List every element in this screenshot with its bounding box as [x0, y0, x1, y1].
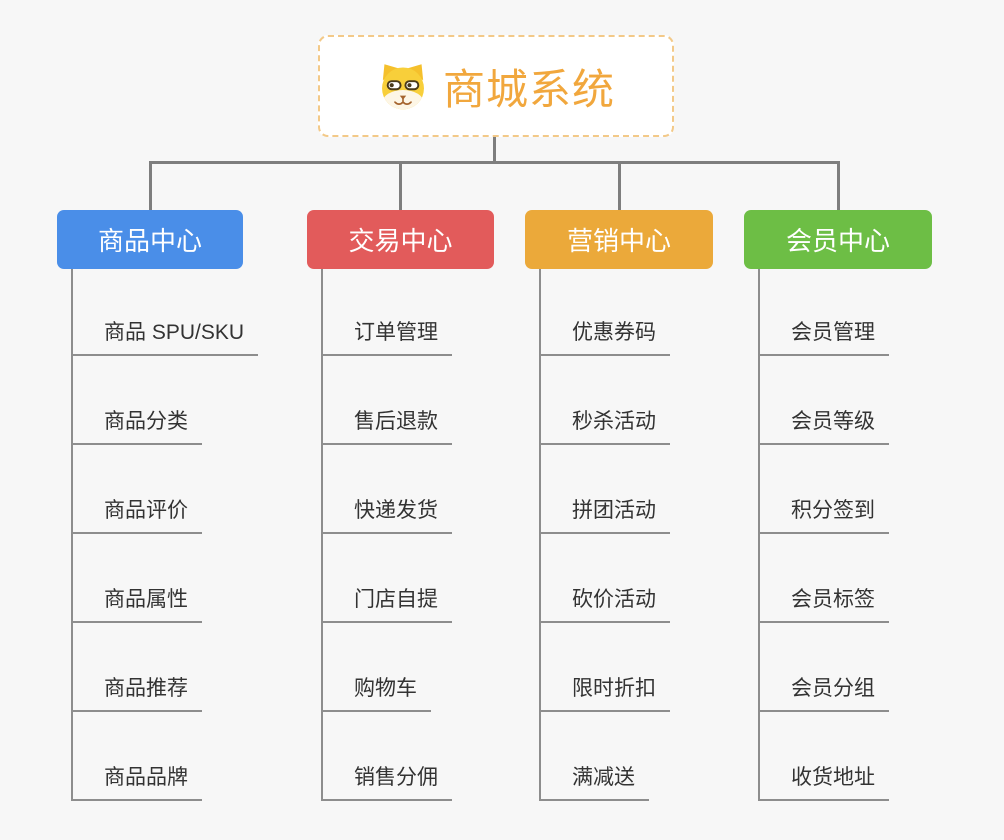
child-node[interactable]: 会员标签 [758, 588, 889, 623]
child-node[interactable]: 快递发货 [321, 499, 452, 534]
connector-bus [149, 161, 840, 164]
child-node[interactable]: 限时折扣 [539, 677, 670, 712]
child-node[interactable]: 销售分佣 [321, 766, 452, 801]
branch-node-member-center[interactable]: 会员中心 [744, 210, 932, 269]
child-node[interactable]: 商品品牌 [71, 766, 202, 801]
child-node[interactable]: 拼团活动 [539, 499, 670, 534]
branch-rail [758, 269, 760, 800]
child-node[interactable]: 商品 SPU/SKU [71, 321, 259, 356]
connector-branch-stub [399, 161, 402, 212]
connector-branch-stub [618, 161, 621, 212]
child-node[interactable]: 购物车 [321, 677, 431, 712]
branch-rail [321, 269, 323, 800]
child-node[interactable]: 订单管理 [321, 321, 452, 356]
child-node[interactable]: 满减送 [539, 766, 649, 801]
child-node[interactable]: 砍价活动 [539, 588, 670, 623]
branch-rail [539, 269, 541, 800]
child-node[interactable]: 优惠券码 [539, 321, 670, 356]
child-node[interactable]: 会员管理 [758, 321, 889, 356]
branch-node-product-center[interactable]: 商品中心 [57, 210, 243, 269]
child-node[interactable]: 商品属性 [71, 588, 202, 623]
child-node[interactable]: 收货地址 [758, 766, 889, 801]
child-node[interactable]: 门店自提 [321, 588, 452, 623]
child-node[interactable]: 会员分组 [758, 677, 889, 712]
child-node[interactable]: 商品推荐 [71, 677, 202, 712]
root-node[interactable]: 商城系统 [318, 35, 674, 137]
dog-face-icon [382, 64, 424, 110]
child-node[interactable]: 售后退款 [321, 410, 452, 445]
branch-node-marketing-center[interactable]: 营销中心 [525, 210, 713, 269]
root-title: 商城系统 [442, 65, 615, 113]
connector-root-stub [493, 137, 496, 164]
branch-node-trade-center[interactable]: 交易中心 [307, 210, 494, 269]
child-node[interactable]: 积分签到 [758, 499, 889, 534]
connector-branch-stub [837, 161, 840, 212]
branch-rail [71, 269, 73, 800]
child-node[interactable]: 秒杀活动 [539, 410, 670, 445]
child-node[interactable]: 商品评价 [71, 499, 202, 534]
child-node[interactable]: 商品分类 [71, 410, 202, 445]
child-node[interactable]: 会员等级 [758, 410, 889, 445]
connector-branch-stub [149, 161, 152, 212]
